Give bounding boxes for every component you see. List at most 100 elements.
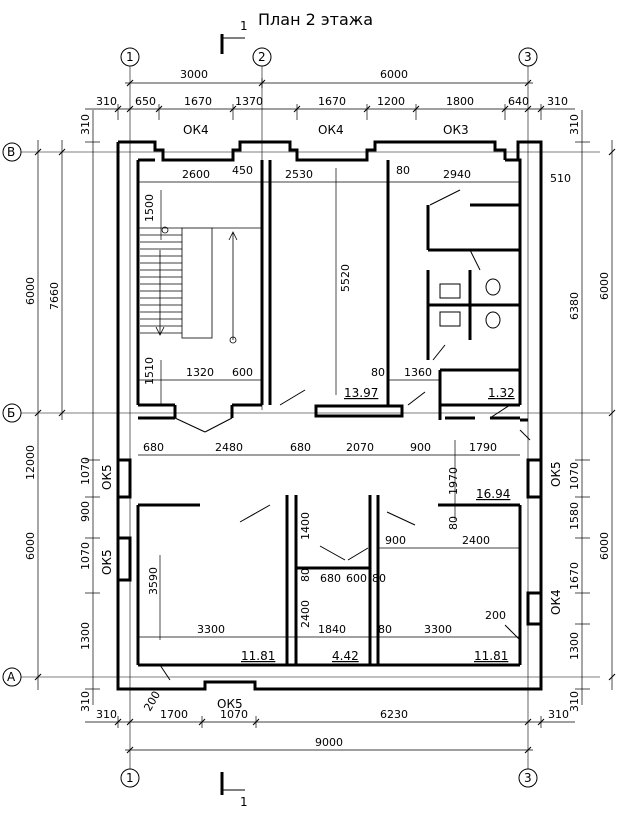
window-label-ok4-right: ОК4: [549, 589, 563, 615]
axis-B-left: Б: [2, 403, 22, 423]
axis-3-top: 3: [518, 47, 538, 67]
svg-text:2: 2: [258, 50, 266, 64]
dim-310-br: 310: [548, 708, 569, 721]
dim-1300-left: 1300: [79, 622, 92, 650]
dim-640: 640: [508, 95, 529, 108]
dim-310-tr: 310: [547, 95, 568, 108]
dim-510: 510: [550, 172, 571, 185]
dim-6000-top: 6000: [380, 68, 408, 81]
dim-80-v2: 80: [299, 568, 312, 582]
window-label-ok5-left-1: ОК5: [100, 464, 114, 490]
dim-12000: 12000: [24, 445, 37, 480]
dim-600-top: 600: [232, 366, 253, 379]
axis-3-bottom: 3: [518, 768, 538, 788]
dim-6000-left-bottom: 6000: [24, 532, 37, 560]
dim-680-c1: 680: [143, 441, 164, 454]
dim-1580: 1580: [568, 502, 581, 530]
dim-900-lower: 900: [385, 534, 406, 547]
axis-2-top: 2: [252, 47, 272, 67]
dim-1070-l1: 1070: [79, 457, 92, 485]
dim-2400-h: 2400: [462, 534, 490, 547]
dim-200-r: 200: [485, 609, 506, 622]
axis-1-top: 1: [120, 47, 140, 67]
room-area-11-81-right: 11.81: [474, 649, 508, 663]
dim-650: 650: [135, 95, 156, 108]
dim-80-v: 80: [447, 516, 460, 530]
dim-1070-r: 1070: [568, 462, 581, 490]
dim-3300-r: 3300: [424, 623, 452, 636]
dim-6000-right-bottom: 6000: [598, 532, 611, 560]
window-label-ok4-2: ОК4: [318, 123, 344, 137]
dim-900-c: 900: [410, 441, 431, 454]
axis-1-bottom: 1: [120, 768, 140, 788]
window-label-ok5-left-2: ОК5: [100, 549, 114, 575]
dim-680-c2: 680: [290, 441, 311, 454]
dim-2480: 2480: [215, 441, 243, 454]
plumbing-fixtures: [439, 278, 501, 329]
section-mark-top: 1: [220, 19, 248, 54]
dim-9000: 9000: [315, 736, 343, 749]
dim-80-top: 80: [396, 164, 410, 177]
dim-3300-l: 3300: [197, 623, 225, 636]
dim-310-rt: 310: [568, 114, 581, 135]
dim-310-bl: 310: [96, 708, 117, 721]
dim-1070-b: 1070: [220, 708, 248, 721]
dim-1510: 1510: [143, 357, 156, 385]
dim-2530: 2530: [285, 168, 313, 181]
room-area-11-81-left: 11.81: [241, 649, 275, 663]
dim-600-l: 600: [346, 572, 367, 585]
dim-310-lb: 310: [79, 691, 92, 712]
dim-1790: 1790: [469, 441, 497, 454]
dim-1300-right: 1300: [568, 632, 581, 660]
section-label-bottom: 1: [240, 795, 248, 809]
dim-1700: 1700: [160, 708, 188, 721]
axis-A-left: А: [2, 667, 22, 687]
svg-text:1: 1: [126, 771, 134, 785]
room-area-1-32: 1.32: [488, 386, 515, 400]
dim-7660: 7660: [48, 282, 61, 310]
staircase: [138, 226, 262, 344]
dim-80-l: 80: [372, 572, 386, 585]
section-label-top: 1: [240, 19, 248, 33]
walls: [116, 140, 543, 691]
plan-title: План 2 этажа: [258, 10, 373, 29]
dim-1970: 1970: [447, 467, 460, 495]
dim-5520: 5520: [339, 264, 352, 292]
dim-310-tl: 310: [96, 95, 117, 108]
svg-text:1: 1: [126, 50, 134, 64]
dimension-lines: [34, 78, 616, 754]
section-mark-bottom: 1: [220, 772, 248, 809]
svg-text:Б: Б: [7, 406, 15, 420]
dim-80-mid: 80: [371, 366, 385, 379]
dim-1200: 1200: [377, 95, 405, 108]
dim-1370: 1370: [235, 95, 263, 108]
svg-text:3: 3: [524, 771, 532, 785]
room-area-13-97: 13.97: [344, 386, 378, 400]
window-label-ok5-right: ОК5: [549, 461, 563, 487]
dim-6230: 6230: [380, 708, 408, 721]
dim-900-left: 900: [79, 501, 92, 522]
dim-6380: 6380: [568, 292, 581, 320]
dim-2940: 2940: [443, 168, 471, 181]
dim-6000-right-top: 6000: [598, 272, 611, 300]
dim-1360: 1360: [404, 366, 432, 379]
dim-680-l: 680: [320, 572, 341, 585]
axis-V-left: В: [2, 142, 22, 162]
dim-1670-t1: 1670: [184, 95, 212, 108]
dim-1400: 1400: [299, 512, 312, 540]
svg-text:А: А: [7, 670, 16, 684]
dim-1840: 1840: [318, 623, 346, 636]
dim-80-b: 80: [378, 623, 392, 636]
dim-1320: 1320: [186, 366, 214, 379]
window-label-ok4-1: ОК4: [183, 123, 209, 137]
dim-1500: 1500: [143, 194, 156, 222]
svg-text:3: 3: [524, 50, 532, 64]
dim-310-rb: 310: [568, 691, 581, 712]
dim-3590: 3590: [147, 567, 160, 595]
door-swings: [159, 189, 531, 681]
window-label-ok5-bottom: ОК5: [217, 697, 243, 711]
dim-1070-l2: 1070: [79, 542, 92, 570]
dim-6000-left-top: 6000: [24, 277, 37, 305]
